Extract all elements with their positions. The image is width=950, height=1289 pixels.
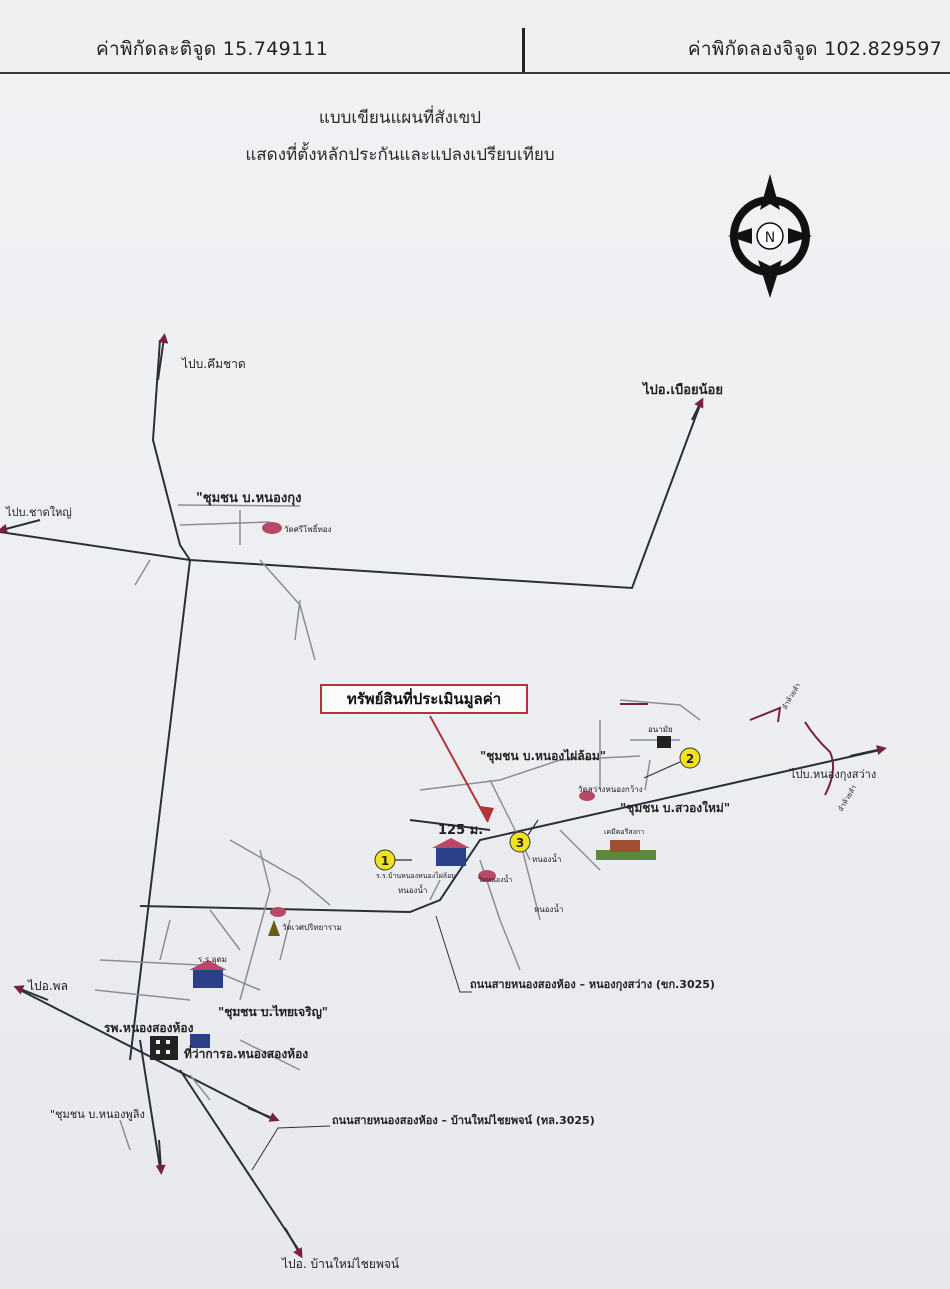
target-pointer-head <box>480 806 494 822</box>
main-roads <box>0 339 881 1253</box>
health-center-icon <box>620 703 671 748</box>
latitude-label: ค่าพิกัดละติจูด 15.749111 <box>96 38 329 60</box>
label-to-banmai: ไปอ. บ้านใหม่ไชยพจน์ <box>281 1257 399 1271</box>
header-divider <box>522 28 525 72</box>
label-to-bueanoi: ไปอ.เบือยน้อย <box>641 381 723 398</box>
label-hospital: รพ.หนองสองห้อง <box>104 1021 194 1035</box>
label-to-khamchat: ไปบ.คึมชาด <box>181 357 246 371</box>
road-callout-south <box>251 1125 331 1171</box>
target-pointer <box>429 715 489 823</box>
longitude-label: ค่าพิกัดลองจิจูด 102.829597 <box>687 38 942 60</box>
school-icon <box>189 838 470 988</box>
map-title-line2: แสดงที่ตั้งหลักประกันและแปลงเปรียบเทียบ <box>245 145 555 165</box>
temple-icon <box>262 522 595 936</box>
label-district-office: ที่ว่าการอ.หนองสองห้อง <box>184 1045 308 1061</box>
map-labels: ไปบ.คึมชาด ไปบ.ชาดใหญ่ ไปอ.เบือยน้อย "ชุ… <box>5 357 876 1271</box>
marker-3: 3 <box>509 819 539 853</box>
label-wat-nong-nam: วัดหนองน้ำ <box>478 873 512 884</box>
label-to-phon: ไปอ.พล <box>27 979 68 993</box>
stream-line <box>804 721 835 796</box>
label-wat-sri-pho-thong: วัดศรีโพธิ์ทอง <box>284 523 332 534</box>
label-factory: เคมีคอรีสงกา <box>604 828 644 836</box>
compass-letter: N <box>765 230 775 246</box>
coordinate-header: ค่าพิกัดละติจูด 15.749111 ค่าพิกัดลองจิจ… <box>0 0 950 74</box>
north-arrow-icon: N <box>728 174 812 298</box>
label-wat-wet: วัดเวศปริทยาราม <box>282 923 342 932</box>
hospital-icon <box>150 1034 210 1060</box>
label-community-sawangmai: "ชุมชน บ.สวองใหม่" <box>620 800 730 816</box>
svg-text:1: 1 <box>381 854 389 868</box>
minor-roads <box>94 504 701 1151</box>
marker-2: 2 <box>643 747 701 779</box>
target-property-label: ทรัพย์สินที่ประเมินมูลค่า <box>320 684 528 714</box>
label-to-chatyai: ไปบ.ชาดใหญ่ <box>5 506 72 519</box>
svg-text:2: 2 <box>686 752 694 766</box>
label-distance: 125 ม. <box>438 823 483 838</box>
label-community-nongkung: "ชุมชน บ.หนองกุง <box>196 491 301 506</box>
map-title-line1: แบบเขียนแผนที่สังเขป <box>318 108 482 128</box>
label-anamai: อนามัย <box>648 725 673 734</box>
label-school-ban-nong-phai: ร.ร.บ้านหนองหนองไผ่ล้อม <box>376 871 456 880</box>
label-to-nongkungsawang: ไปบ.หนองกุงสว่าง <box>789 768 876 781</box>
label-road-3025-east: ถนนสายหนองสองห้อง – หนองกุงสว่าง (ขก.302… <box>470 978 715 992</box>
svg-text:3: 3 <box>516 836 524 850</box>
road-callout-east <box>435 915 472 993</box>
stream-marker <box>749 706 782 723</box>
label-wat-nong-kuang: วัดสว่างหนองกว้าง <box>578 785 643 794</box>
label-nong-nam-1: หนองน้ำ <box>398 884 427 895</box>
label-ruler-top: ลำห้วยลำ <box>781 682 803 711</box>
label-ruler-bottom: ลำห้วยลำ <box>837 784 859 813</box>
direction-arrows <box>0 333 887 1259</box>
label-community-thaicharoen: "ชุมชน บ.ไทยเจริญ" <box>218 1004 328 1020</box>
label-community-nongphuling: "ชุมชน บ.หนองพูลิง <box>50 1108 145 1121</box>
marker-1: 1 <box>374 849 412 871</box>
label-school-udom: ร.ร.อุดม <box>198 955 227 964</box>
label-road-3025-south: ถนนสายหนองสองห้อง – บ้านใหม่ไชยพจน์ (ทล.… <box>332 1113 595 1127</box>
factory-icon <box>596 840 656 860</box>
label-nong-nam-2: หนองน้ำ <box>532 853 561 864</box>
label-nong-nam-3: หนองน้ำ <box>534 903 563 914</box>
label-community-nongphailom: "ชุมชน บ.หนองไผ่ล้อม" <box>480 748 606 764</box>
